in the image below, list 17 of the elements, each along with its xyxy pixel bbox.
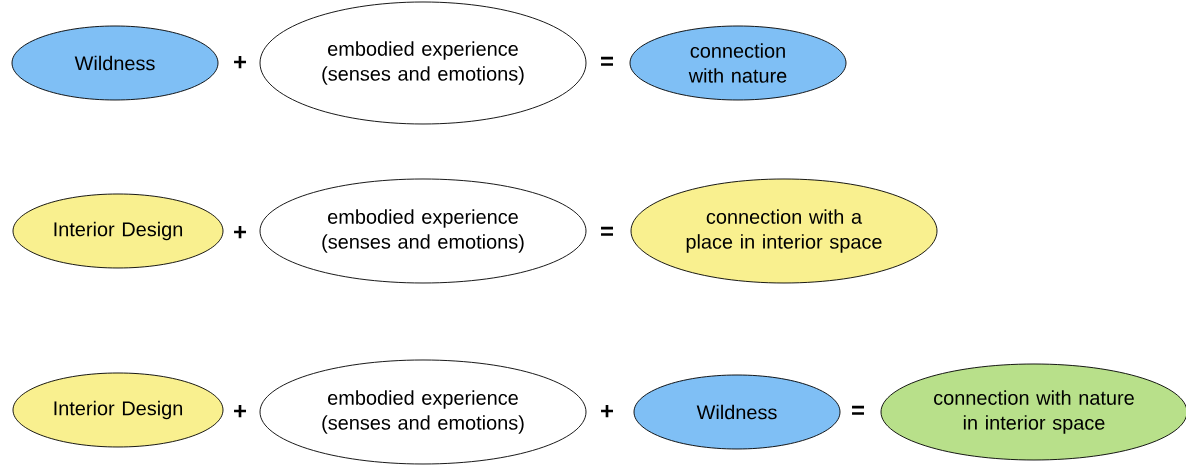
ellipse-node: connection with nature in interior space [880,363,1186,461]
ellipse-node: Interior Design [12,193,224,269]
ellipse-node: connection with a place in interior space [630,178,938,284]
ellipse-node: embodied experience (senses and emotions) [259,1,587,125]
operator-sign: + [234,405,246,418]
operator-sign: + [234,56,246,69]
operator-sign: + [601,405,613,418]
operator-sign: = [601,226,613,236]
ellipse-node: embodied experience (senses and emotions) [259,178,587,284]
ellipse-node: Interior Design [12,372,224,448]
ellipse-node: Wildness [11,25,219,101]
operator-sign: + [234,226,246,239]
operator-sign: = [852,405,864,415]
ellipse-node: Wildness [633,374,841,450]
operator-sign: = [601,56,613,66]
ellipse-node: connection with nature [629,25,847,101]
ellipse-node: embodied experience (senses and emotions) [259,359,587,465]
